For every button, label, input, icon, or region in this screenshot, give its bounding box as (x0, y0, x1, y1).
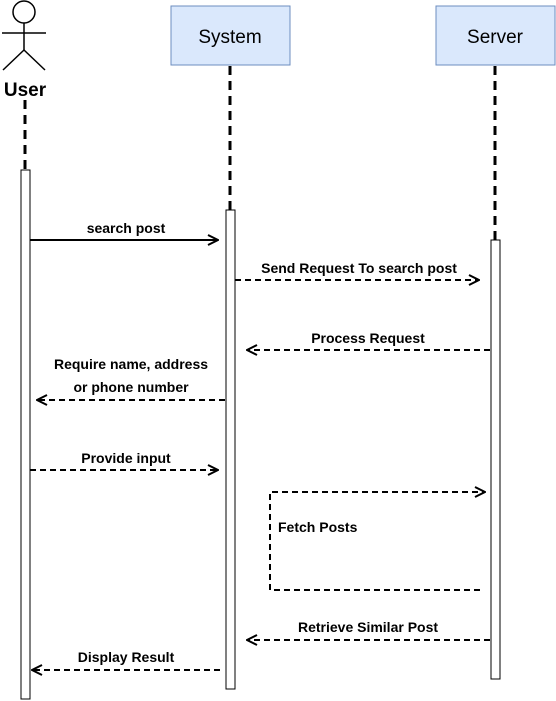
message-arrow (269, 492, 485, 591)
participant-system-label: System (198, 27, 261, 48)
activation-bar-system (225, 209, 236, 690)
actor-leg-left (2, 49, 25, 71)
message-fetch-posts: Fetch Posts (269, 492, 485, 591)
actor-leg-right (23, 49, 46, 71)
participant-server-label: Server (467, 27, 524, 48)
participant-system: System (170, 5, 291, 66)
message-label: Retrieve Similar Post (298, 619, 438, 635)
activation-bar-server (490, 239, 501, 680)
message-label: search post (87, 220, 166, 236)
message-provide-input: Provide input (30, 450, 218, 470)
message-label: Provide input (81, 450, 171, 466)
message-process-request: Process Request (247, 330, 490, 350)
participant-system-box (170, 5, 291, 66)
message-retrieve-similar: Retrieve Similar Post (247, 619, 490, 640)
participant-server: Server (435, 5, 556, 66)
message-search-post: search post (30, 220, 218, 240)
message-send-request: Send Request To search post (235, 260, 479, 280)
message-label: Fetch Posts (278, 519, 358, 535)
message-require-details: Require name, address or phone number (37, 356, 225, 400)
activation-bar-user (20, 169, 31, 700)
actor-head-icon (12, 0, 36, 24)
message-label-line2: or phone number (73, 379, 189, 395)
participant-server-box (435, 5, 556, 66)
message-label: Send Request To search post (261, 260, 457, 276)
message-label-line1: Require name, address (54, 356, 208, 372)
message-label: Display Result (78, 649, 175, 665)
actor-label: User (4, 80, 47, 101)
actor-user: User (2, 0, 47, 101)
message-label: Process Request (311, 330, 425, 346)
message-display-result: Display Result (32, 649, 220, 670)
